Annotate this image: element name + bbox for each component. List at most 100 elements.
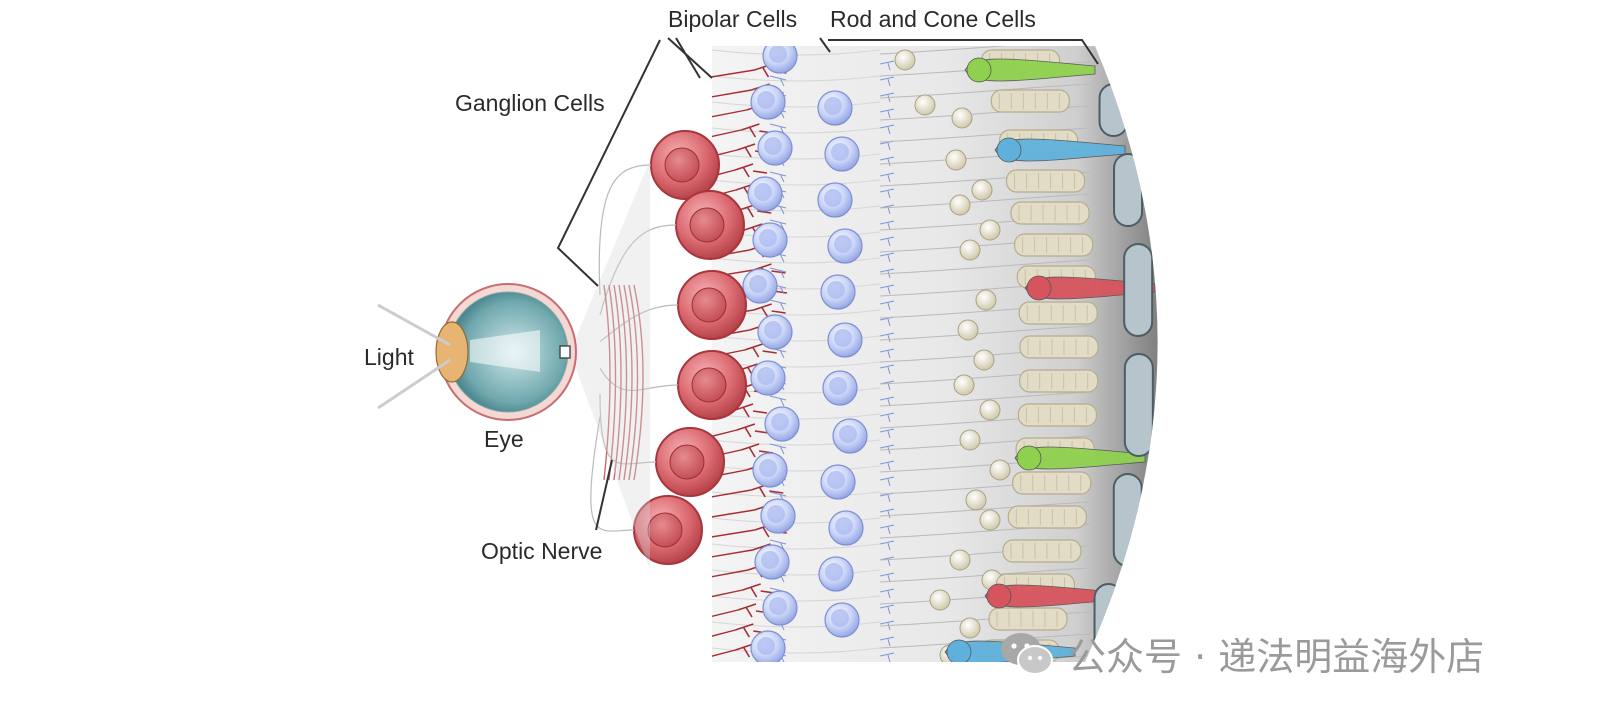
cone-nucleus (946, 639, 972, 662)
ganglion-dendrite (734, 163, 768, 178)
bipolar-fiber (769, 267, 895, 279)
ganglion-dendrite (744, 343, 777, 358)
ganglion-nucleus (691, 287, 727, 323)
leader-bipolar (667, 37, 713, 79)
bipolar-nucleus (757, 367, 775, 385)
bipolar-fiber (769, 283, 895, 295)
light-ray (377, 303, 451, 347)
lens (435, 321, 469, 383)
label-ganglion-cells: Ganglion Cells (455, 90, 605, 116)
bipolar-nucleus (831, 143, 849, 161)
ganglion-axon (598, 164, 652, 296)
bipolar-nucleus (771, 413, 789, 431)
ganglion-branch (712, 429, 738, 439)
rod-cell-body (945, 149, 967, 171)
rod-cell-body (973, 349, 995, 371)
optic-nerve-fiber (608, 284, 617, 481)
bipolar-nucleus (759, 229, 777, 247)
bipolar-nucleus (767, 505, 785, 523)
bipolar-nucleus (834, 235, 852, 253)
rod-cell-body (949, 549, 971, 571)
rod-cell-body (959, 239, 981, 261)
bipolar-nucleus (749, 275, 767, 293)
ganglion-dendrite (734, 403, 768, 418)
bipolar-nucleus (764, 321, 782, 339)
membrane-line (712, 595, 881, 602)
bipolar-fiber (769, 75, 895, 87)
wechat-icon (1001, 632, 1053, 675)
photoreceptor-axon (879, 259, 1091, 275)
rod-outer-segment (1007, 505, 1087, 529)
bipolar-fiber (769, 203, 895, 215)
rod-cell-body (894, 49, 916, 71)
label-eye: Eye (484, 426, 524, 452)
ganglion-branch (712, 489, 752, 499)
bipolar-nucleus (764, 137, 782, 155)
bipolar-nucleus (757, 637, 775, 655)
ganglion-branch (712, 89, 752, 99)
membrane-line (712, 621, 881, 628)
leader-bipolar-2 (675, 37, 701, 79)
rod-outer-segment (1002, 539, 1082, 563)
cone-nucleus (986, 583, 1012, 609)
photoreceptor-axon (879, 325, 1091, 341)
membrane-line (712, 179, 881, 186)
ganglion-branch (712, 649, 736, 659)
rod-cell-body (979, 509, 1001, 531)
bipolar-nucleus (831, 609, 849, 627)
membrane-line (712, 49, 881, 56)
cone-nucleus (1016, 445, 1042, 471)
leader-optic-nerve (595, 459, 613, 531)
bipolar-nucleus (835, 517, 853, 535)
rod-outer-segment (1019, 335, 1099, 359)
pigment-epithelium-cell (1113, 153, 1144, 227)
optic-nerve-fiber (618, 284, 628, 481)
optic-nerve-fiber (613, 284, 622, 481)
bipolar-nucleus (824, 97, 842, 115)
bipolar-nucleus (827, 471, 845, 489)
optic-nerve-fiber (633, 284, 644, 481)
leader-ganglion (556, 39, 661, 287)
watermark-text: 公众号 · 递法明益海外店 (1068, 635, 1485, 679)
bipolar-fiber (769, 171, 895, 183)
retina-sample-marker (559, 345, 571, 359)
membrane-line (712, 569, 881, 576)
ganglion-axon (590, 416, 635, 532)
pigment-epithelium-cell (1123, 243, 1154, 337)
bipolar-fiber (769, 123, 895, 135)
rod-cell-body (914, 94, 936, 116)
bipolar-nucleus (754, 183, 772, 201)
rod-cell-body (971, 179, 993, 201)
membrane-line (712, 75, 881, 82)
ganglion-nucleus (691, 367, 727, 403)
ganglion-branch (712, 149, 738, 159)
cone-nucleus (996, 137, 1022, 163)
rod-outer-segment (1005, 169, 1086, 193)
bipolar-fiber (769, 347, 895, 359)
optic-nerve-fiber (603, 284, 611, 481)
rod-cell-body (959, 617, 981, 639)
rod-outer-segment (1018, 301, 1098, 325)
rod-cell-body (979, 219, 1001, 241)
ganglion-nucleus (647, 512, 683, 548)
pigment-epithelium-cell (1098, 83, 1129, 137)
bipolar-nucleus (825, 563, 843, 581)
light-path (470, 330, 540, 372)
bipolar-fiber (769, 219, 895, 231)
bipolar-nucleus (761, 551, 779, 569)
bipolar-fiber (769, 395, 895, 407)
rod-outer-segment (990, 89, 1070, 113)
rod-cell-body (975, 289, 997, 311)
ganglion-branch (712, 569, 749, 579)
bipolar-fiber (769, 491, 895, 503)
light-ray (377, 358, 451, 410)
photoreceptor-axon (879, 83, 1091, 99)
photoreceptor-axon (879, 655, 1091, 662)
bipolar-nucleus (827, 281, 845, 299)
rod-outer-segment (1014, 233, 1094, 257)
bipolar-nucleus (769, 46, 787, 63)
rod-cell-body (949, 194, 971, 216)
rod-outer-segment (1019, 369, 1099, 393)
cone-nucleus (1026, 275, 1052, 301)
